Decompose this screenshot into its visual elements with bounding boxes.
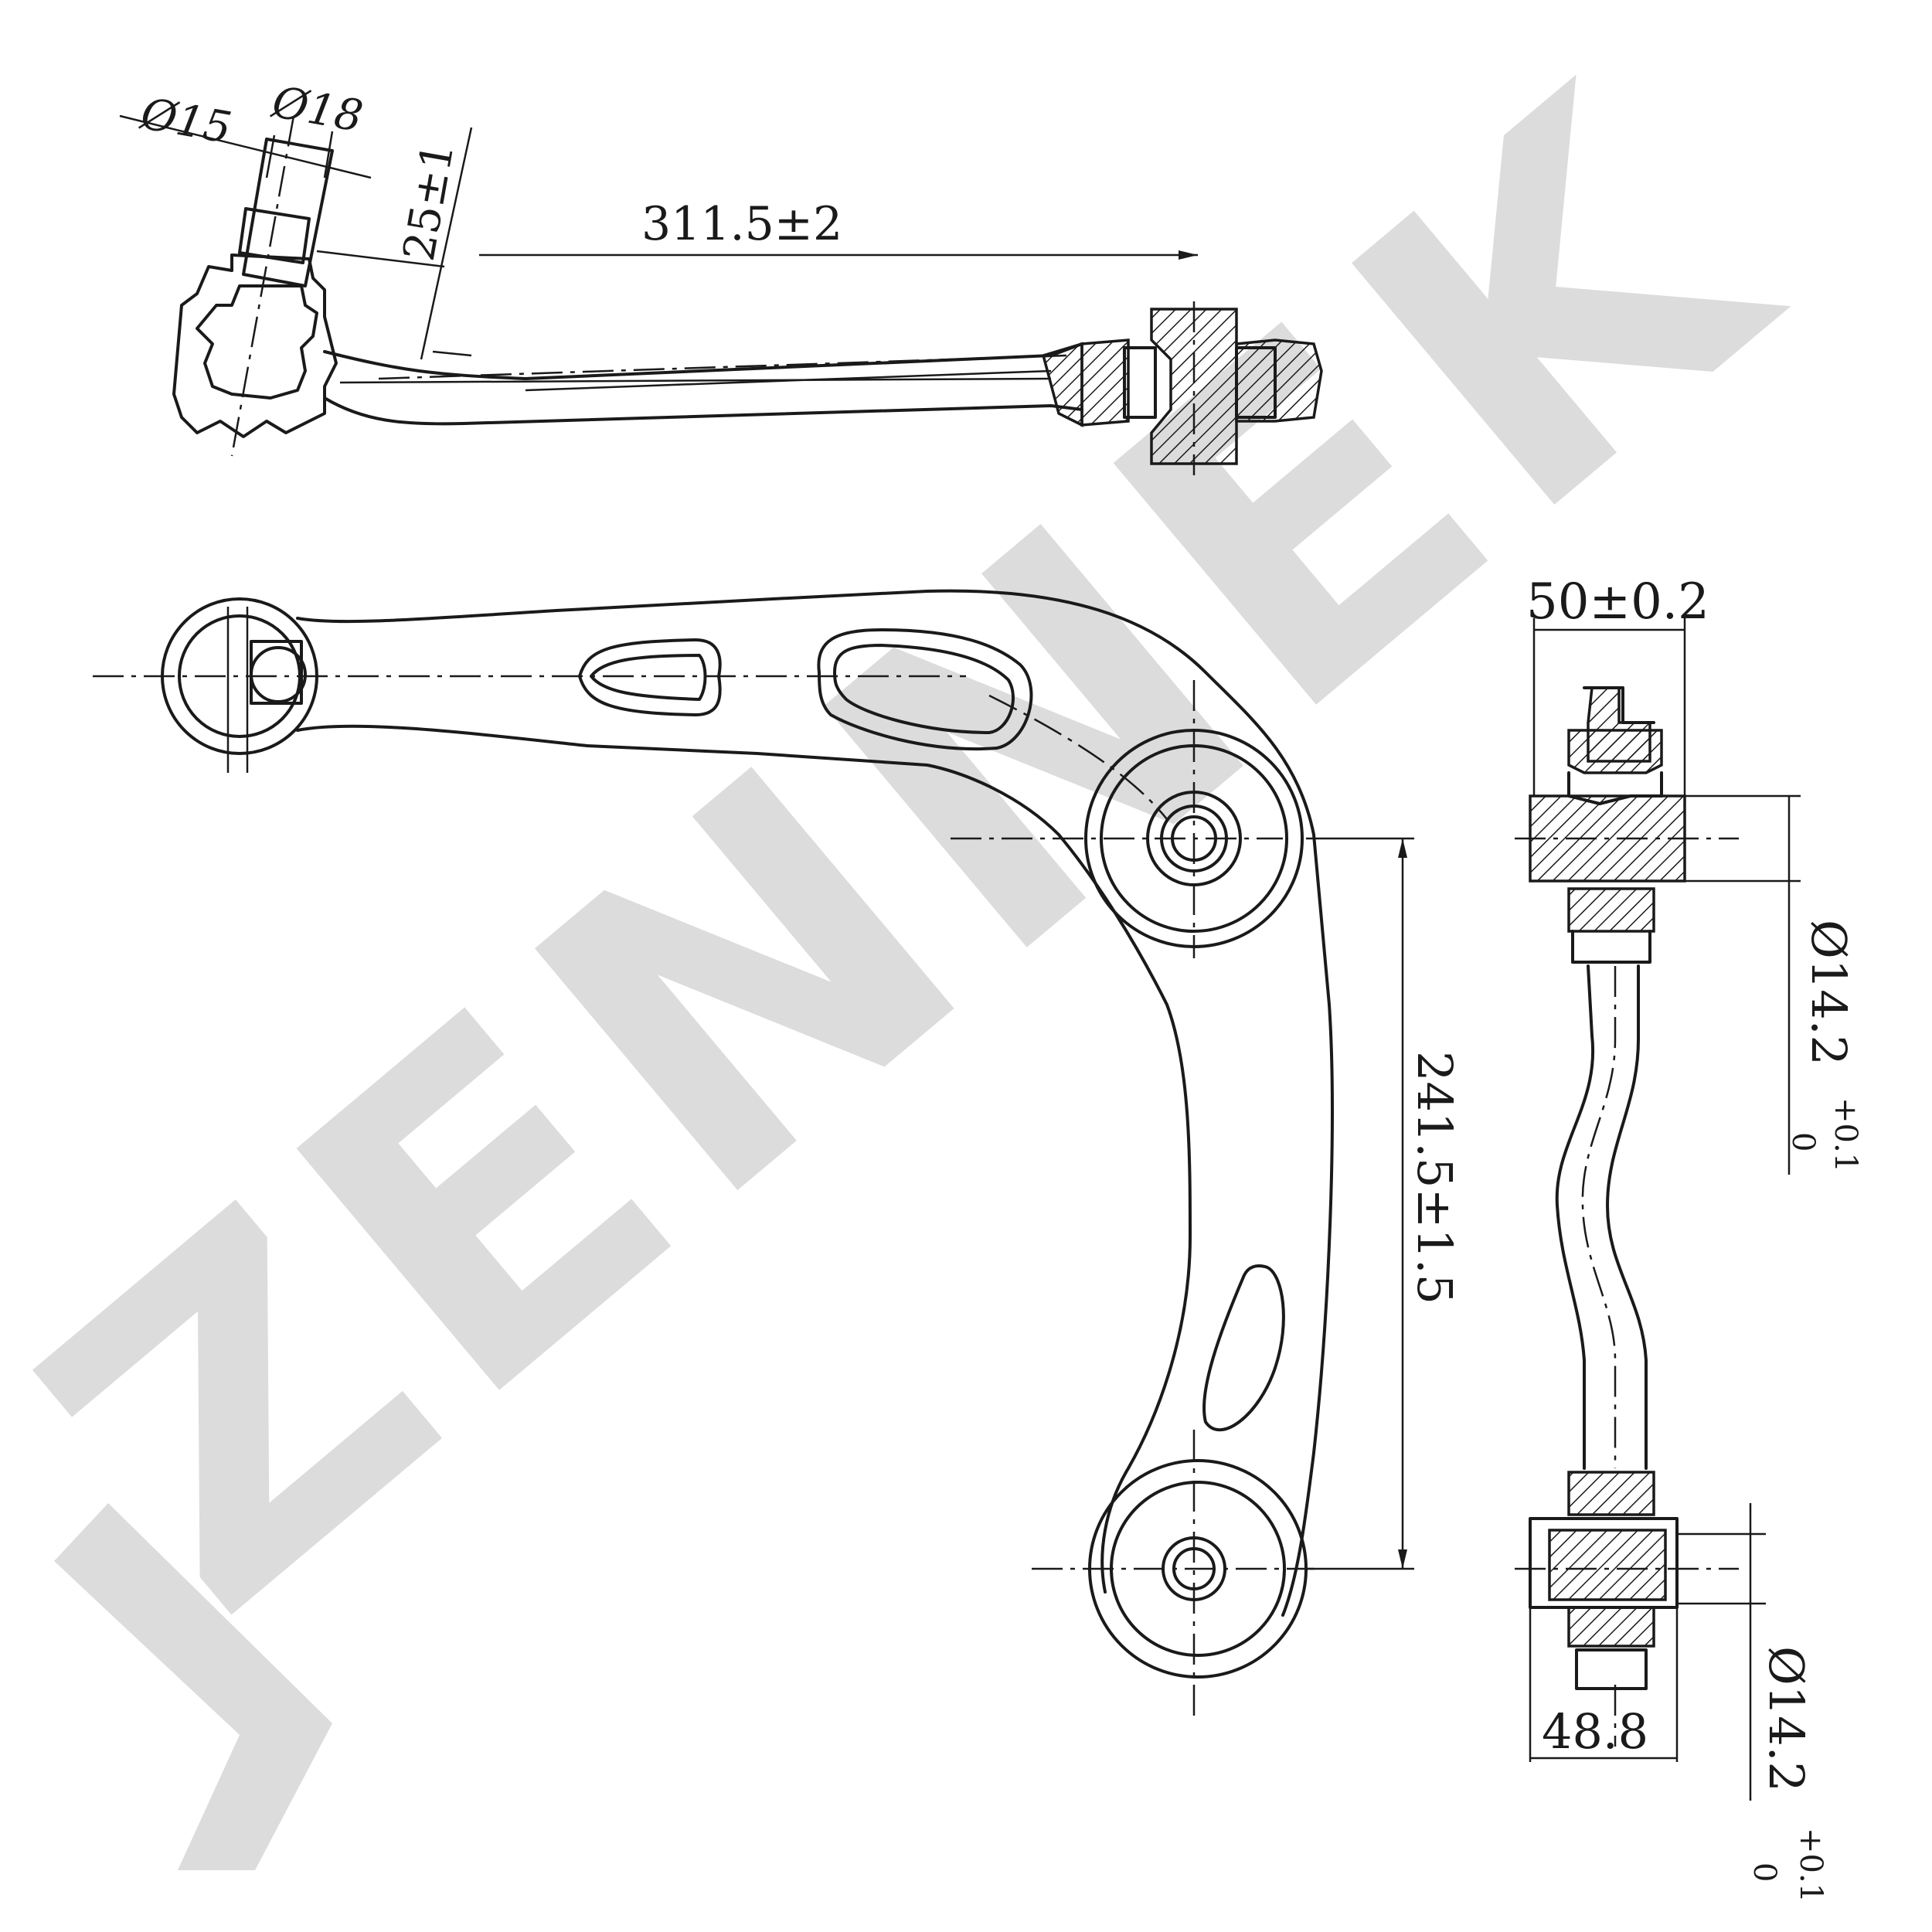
dim-length-311: 311.5±2 xyxy=(641,197,842,251)
side-view xyxy=(172,115,1323,475)
end-view-dimensions: 50±0.2 Ø14.2 +0.1 0 48.8 Ø14.2 +0.1 0 xyxy=(1526,573,1863,1903)
dim-bush-dia-bottom: Ø14.2 xyxy=(1758,1646,1815,1792)
end-top-bushing-upper xyxy=(1567,729,1663,774)
arm-outline-inner xyxy=(296,724,1192,1594)
dim-dia-18: Ø18 xyxy=(267,77,367,142)
end-arm-right-edge xyxy=(1606,964,1648,1470)
side-view-dimensions: Ø15 Ø18 25±1 311.5±2 xyxy=(119,77,1198,360)
ball-stud xyxy=(242,138,334,287)
dim-bush-dia-bottom-tol-upper: +0.1 xyxy=(1793,1828,1828,1903)
end-bottom-bushing-lower xyxy=(1567,1606,1655,1648)
side-bushing-rubber-right xyxy=(1235,346,1277,419)
ball-joint-stud-circle xyxy=(250,646,307,703)
side-bushing-rubber-left xyxy=(1123,346,1157,419)
end-bottom-bushing-mid xyxy=(1548,1529,1667,1601)
slot-1-inner xyxy=(590,654,707,701)
end-bottom-bushing-upper xyxy=(1567,1471,1655,1516)
dim-bush-dia-top-tol-lower: 0 xyxy=(1785,1132,1821,1151)
end-top-bushing-shape xyxy=(1567,771,1663,805)
watermark-chevron xyxy=(54,1503,332,1870)
plan-view xyxy=(93,589,1334,1723)
end-arm-left-edge xyxy=(1555,964,1595,1470)
end-top-bushing-lower xyxy=(1567,887,1655,933)
side-bushing-sleeve xyxy=(1080,338,1130,427)
side-bushing-outer-right xyxy=(1235,338,1323,423)
dim-bush-dia-top: Ø14.2 xyxy=(1801,920,1857,1066)
ball-stud-nut xyxy=(238,207,311,264)
dim-bush-dia-top-tol-upper: +0.1 xyxy=(1828,1097,1863,1172)
side-arm-lower-edge xyxy=(323,396,1083,426)
ball-joint-boot xyxy=(196,284,318,400)
side-arm-upper-edge xyxy=(323,342,1083,380)
dim-length-241: 241.5±1.5 xyxy=(1406,1051,1463,1304)
ball-joint-housing xyxy=(172,253,338,438)
dim-dia-15: Ø15 xyxy=(136,88,236,154)
arm-outline-outer xyxy=(296,589,1334,1617)
dim-width-48: 48.8 xyxy=(1542,1703,1648,1760)
plan-view-dimensions: 241.5±1.5 xyxy=(1306,837,1463,1570)
ball-joint-stud-square xyxy=(250,640,303,705)
dim-width-50: 50±0.2 xyxy=(1526,573,1709,631)
dim-height-25: 25±1 xyxy=(394,139,464,265)
slot-3-outer xyxy=(1202,1264,1285,1432)
slot-2-outer xyxy=(817,628,1033,750)
end-bottom-nut xyxy=(1575,1648,1648,1690)
end-view xyxy=(1515,686,1739,1747)
dim-bush-dia-bottom-tol-lower: 0 xyxy=(1747,1862,1782,1882)
